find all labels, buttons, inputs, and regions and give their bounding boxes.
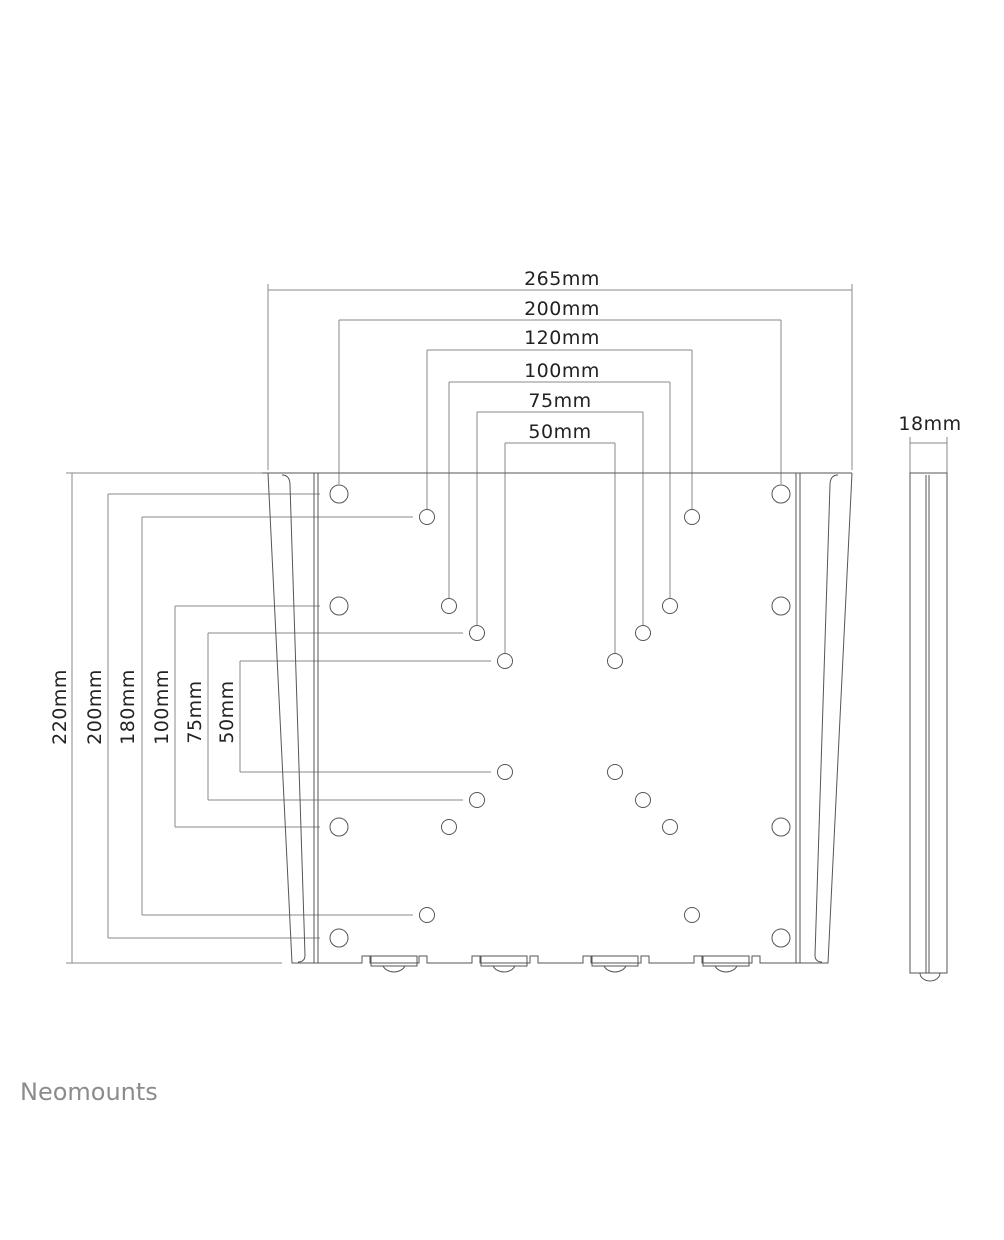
dim-height-75: 75mm (184, 680, 206, 743)
mounting-hole (441, 819, 457, 835)
mounting-hole (469, 792, 485, 808)
mounting-hole (329, 596, 349, 616)
mounting-hole (497, 653, 513, 669)
dim-depth-18: 18mm (898, 413, 961, 435)
mounting-hole (607, 653, 623, 669)
dim-height-50: 50mm (216, 680, 238, 743)
mounting-hole (497, 764, 513, 780)
neomounts-logo: Neomounts (20, 1078, 158, 1106)
mounting-hole (771, 596, 791, 616)
mounting-hole (771, 484, 791, 504)
mounting-hole (329, 928, 349, 948)
mounting-hole (771, 928, 791, 948)
dim-width-265: 265mm (524, 268, 600, 290)
mounting-hole (635, 625, 651, 641)
dim-width-75: 75mm (528, 390, 591, 412)
dim-height-220: 220mm (49, 669, 71, 745)
mounting-hole (329, 484, 349, 504)
mounting-hole (441, 598, 457, 614)
mounting-hole (684, 509, 700, 525)
mounting-hole (607, 764, 623, 780)
dim-width-120: 120mm (524, 327, 600, 349)
mounting-holes (329, 484, 791, 948)
dim-height-180: 180mm (117, 669, 139, 745)
dim-height-100: 100mm (151, 669, 173, 745)
mounting-hole (771, 817, 791, 837)
mounting-hole (419, 907, 435, 923)
dim-height-200: 200mm (84, 669, 106, 745)
dim-width-200: 200mm (524, 298, 600, 320)
mounting-hole (469, 625, 485, 641)
mount-side-view: 18mm (898, 413, 961, 982)
mount-plate-front (262, 472, 853, 973)
dim-width-100: 100mm (524, 360, 600, 382)
dim-width-50: 50mm (528, 421, 591, 443)
mounting-hole (662, 819, 678, 835)
mounting-hole (635, 792, 651, 808)
mounting-hole (329, 817, 349, 837)
mounting-hole (662, 598, 678, 614)
bottom-feet (370, 955, 750, 973)
horizontal-dimension-lines (267, 284, 853, 653)
mounting-hole (684, 907, 700, 923)
vertical-dimension-lines (66, 472, 491, 964)
mounting-hole (419, 509, 435, 525)
